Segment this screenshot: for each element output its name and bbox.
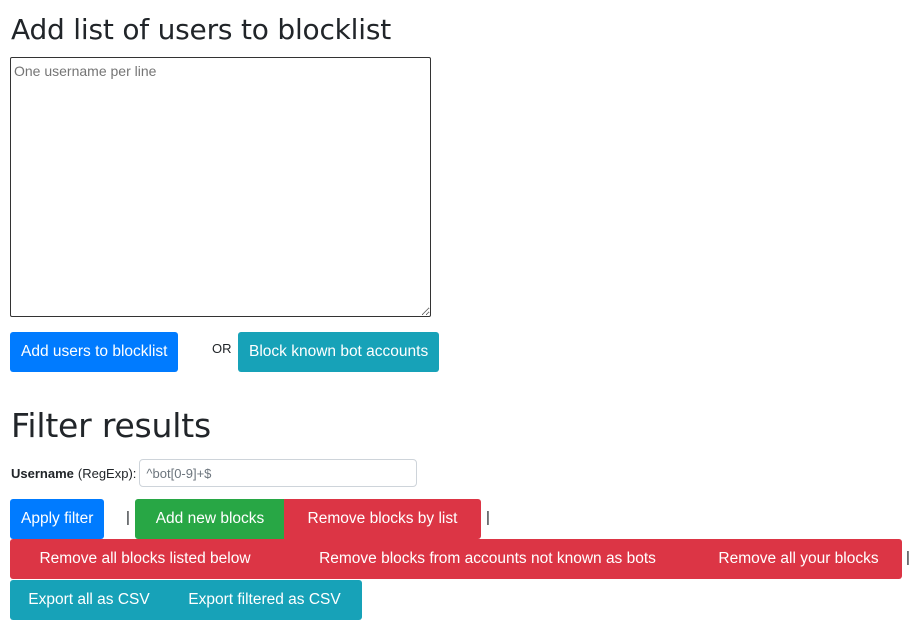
remove-blocks-by-list-button[interactable]: Remove blocks by list <box>284 499 481 539</box>
remove-non-bot-blocks-button[interactable]: Remove blocks from accounts not known as… <box>279 539 696 579</box>
separator: | <box>906 549 910 566</box>
username-label: Username <box>11 465 74 481</box>
or-label: OR <box>212 341 232 356</box>
usernames-textarea[interactable] <box>10 57 431 317</box>
block-known-bots-button[interactable]: Block known bot accounts <box>238 332 440 372</box>
separator: | <box>486 509 490 526</box>
blocklist-title: Add list of users to blocklist <box>11 13 392 46</box>
username-filter-row: Username (RegExp): <box>11 458 418 488</box>
separator: | <box>126 509 130 526</box>
username-regexp-input[interactable] <box>139 459 418 487</box>
export-all-csv-button[interactable]: Export all as CSV <box>10 580 168 620</box>
add-new-blocks-button[interactable]: Add new blocks <box>135 499 285 539</box>
add-users-to-blocklist-button[interactable]: Add users to blocklist <box>10 332 179 372</box>
regexp-hint: (RegExp): <box>77 465 137 481</box>
export-filtered-csv-button[interactable]: Export filtered as CSV <box>167 580 362 620</box>
filter-title: Filter results <box>11 406 211 445</box>
apply-filter-button[interactable]: Apply filter <box>10 499 105 539</box>
remove-all-your-blocks-button[interactable]: Remove all your blocks <box>695 539 902 579</box>
remove-all-listed-blocks-button[interactable]: Remove all blocks listed below <box>10 539 280 579</box>
